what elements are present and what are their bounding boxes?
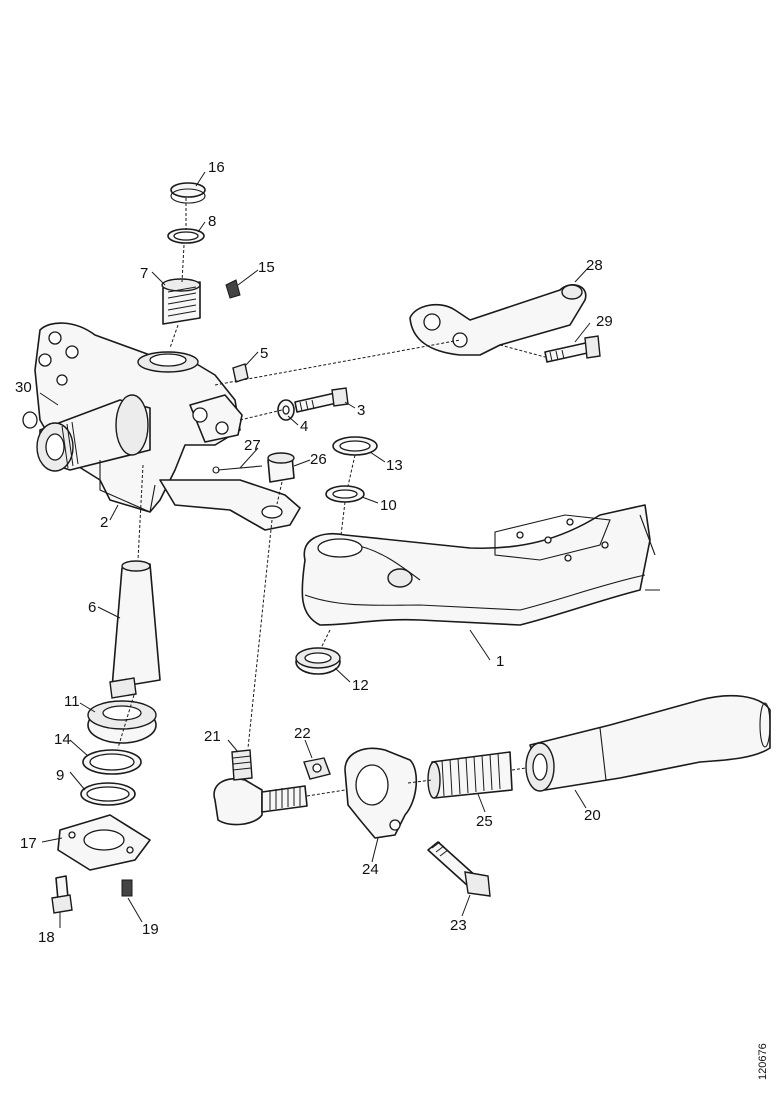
callout-4: 4 (300, 418, 308, 435)
callout-26: 26 (310, 451, 327, 468)
axis-kingpin (117, 198, 187, 749)
axis-drag-link (214, 339, 546, 421)
callout-13: 13 (386, 457, 403, 474)
callout-16: 16 (208, 159, 225, 176)
part-callouts: 16 8 7 15 28 29 5 30 3 4 27 26 13 10 2 6… (15, 159, 613, 946)
seal-ring-13 (332, 436, 378, 456)
ring-9 (80, 782, 136, 806)
callout-27: 27 (244, 437, 261, 454)
callout-7: 7 (140, 265, 148, 282)
tie-rod-tube-20 (525, 694, 771, 792)
axis-beam (321, 454, 356, 647)
callout-20: 20 (584, 807, 601, 824)
callout-18: 18 (38, 929, 55, 946)
bushing-7 (161, 278, 201, 325)
shim-10 (325, 485, 365, 503)
callout-21: 21 (204, 728, 221, 745)
callout-6: 6 (88, 599, 96, 616)
callout-19: 19 (142, 921, 159, 938)
steering-knuckle (22, 322, 243, 513)
grease-nipple-15 (225, 279, 241, 299)
steering-arm (159, 479, 301, 531)
callout-9: 9 (56, 767, 64, 784)
callout-25: 25 (476, 813, 493, 830)
axis-tie-rod (306, 767, 527, 797)
callout-23: 23 (450, 917, 467, 934)
ring-14 (82, 749, 142, 775)
bolt-29 (544, 335, 601, 363)
axle-beam (301, 504, 660, 626)
bolt-19 (121, 879, 133, 897)
ball-joint-21 (213, 749, 308, 826)
clamp-24 (344, 747, 418, 839)
nut-5 (232, 363, 249, 383)
cap-16 (170, 182, 206, 204)
callout-12: 12 (352, 677, 369, 694)
callout-28: 28 (586, 257, 603, 274)
seal-12 (295, 647, 341, 675)
washer-4 (277, 399, 295, 421)
nut-22 (303, 757, 331, 780)
callout-3: 3 (357, 402, 365, 419)
kingpin-6 (109, 560, 161, 699)
callout-1: 1 (496, 653, 504, 670)
axis-nut-26 (276, 481, 283, 505)
callout-30: 30 (15, 379, 32, 396)
callout-17: 17 (20, 835, 37, 852)
axis-arm (247, 519, 273, 749)
cover-plate-17 (57, 814, 151, 871)
castle-nut-26 (267, 452, 295, 483)
callout-10: 10 (380, 497, 397, 514)
callout-15: 15 (258, 259, 275, 276)
callout-2: 2 (100, 514, 108, 531)
threaded-sleeve-25 (427, 751, 513, 799)
bolt-23 (427, 841, 491, 897)
thrust-bearing-11 (87, 700, 157, 744)
bolt-3 (294, 387, 349, 413)
callout-11: 11 (64, 693, 80, 710)
callout-8: 8 (208, 213, 216, 230)
bolt-18 (51, 875, 73, 914)
callout-14: 14 (54, 731, 71, 748)
callout-29: 29 (596, 313, 613, 330)
callout-5: 5 (260, 345, 268, 362)
callout-22: 22 (294, 725, 311, 742)
split-pin-27 (212, 465, 263, 474)
seal-ring-8 (167, 228, 205, 244)
callout-24: 24 (362, 861, 379, 878)
document-id: 120676 (757, 1043, 769, 1080)
leader-lines (39, 171, 591, 928)
